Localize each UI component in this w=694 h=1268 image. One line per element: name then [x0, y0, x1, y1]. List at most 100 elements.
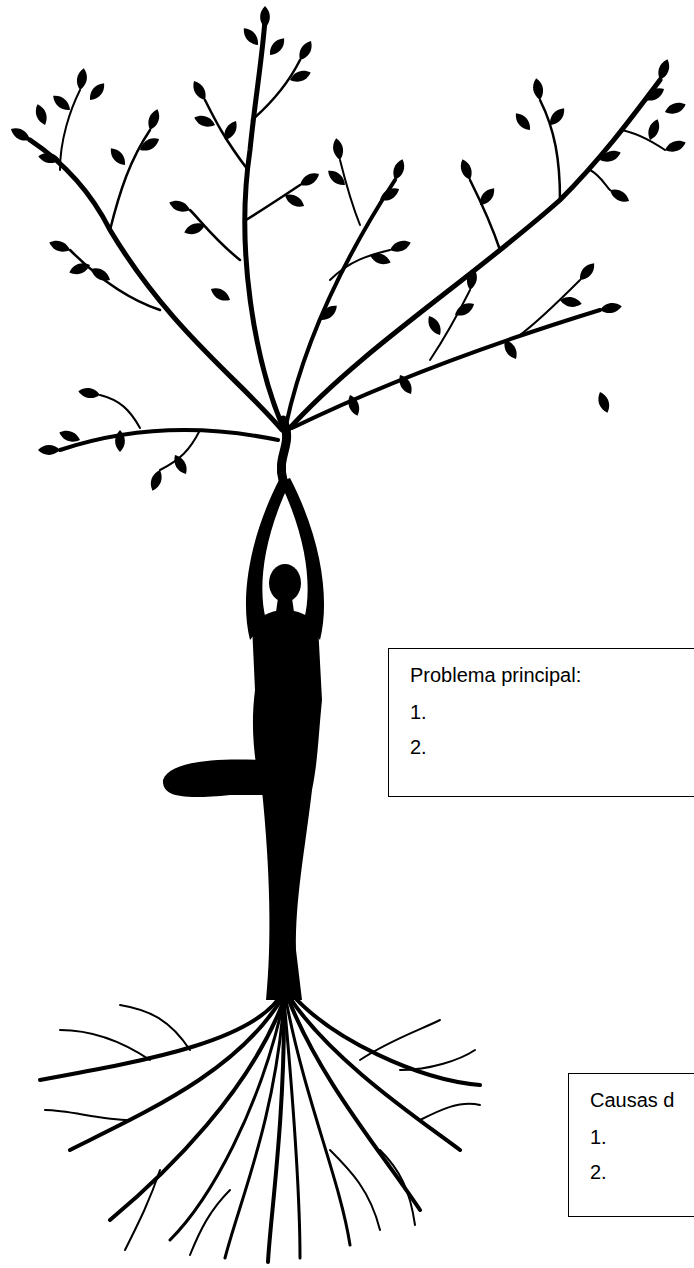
leaf: [288, 68, 312, 85]
leaf: [531, 77, 544, 100]
leaf: [75, 67, 88, 90]
twig: [205, 100, 248, 170]
rootlet: [380, 1150, 415, 1225]
leaf: [645, 118, 662, 142]
leaf: [190, 79, 209, 103]
leaf: [655, 58, 672, 82]
rootlet: [190, 1190, 230, 1255]
leaf: [298, 170, 322, 189]
leaf: [171, 453, 190, 477]
rootlet: [60, 1030, 150, 1060]
leaf: [378, 185, 402, 204]
leaf: [599, 301, 622, 314]
list-number: 2.: [410, 735, 694, 759]
rootlet: [330, 1150, 380, 1230]
root: [170, 1000, 284, 1240]
leaf: [33, 103, 50, 127]
torso: [252, 610, 322, 790]
twig: [590, 170, 610, 190]
list-number: 1.: [410, 700, 694, 724]
head: [269, 564, 301, 602]
twig: [252, 60, 300, 120]
box-heading: Problema principal:: [410, 663, 694, 687]
leaf: [266, 35, 288, 58]
tree-roots: [40, 990, 480, 1262]
leaf: [331, 137, 344, 160]
leaf: [296, 39, 315, 63]
root: [40, 990, 284, 1080]
leaf: [476, 185, 498, 208]
rootlet: [120, 1005, 190, 1050]
leaf: [221, 119, 240, 143]
twig: [620, 130, 665, 150]
leaf: [396, 373, 415, 397]
root: [284, 1000, 300, 1258]
leaf: [9, 125, 33, 144]
leaf: [38, 445, 60, 455]
text-box: Problema principal: 1. 2.: [388, 648, 694, 797]
root: [225, 1000, 284, 1258]
leaf: [115, 430, 125, 452]
leaf: [325, 167, 348, 189]
leaf: [663, 100, 687, 117]
root: [110, 1000, 284, 1220]
twig: [470, 180, 500, 250]
list-number: 1.: [590, 1125, 694, 1149]
rootlet: [360, 1020, 440, 1060]
leaf: [390, 158, 407, 182]
leaf: [138, 135, 162, 154]
leaf: [107, 145, 129, 168]
leaf: [608, 186, 632, 205]
leaf: [643, 85, 667, 104]
leaf: [58, 428, 82, 445]
rootlet: [125, 1170, 160, 1250]
box-heading: Causas d: [590, 1088, 694, 1112]
twig: [190, 210, 240, 260]
root: [288, 990, 480, 1085]
root: [286, 1000, 350, 1245]
leaf: [345, 393, 362, 417]
leaf: [368, 250, 392, 267]
leaf: [148, 468, 165, 492]
leaf: [283, 191, 307, 210]
neck: [276, 598, 294, 612]
leaf: [145, 108, 162, 132]
leaf: [183, 220, 207, 237]
leaf: [193, 113, 217, 130]
branch: [245, 20, 282, 425]
twig: [340, 160, 360, 225]
leaf: [37, 151, 60, 164]
leaf: [453, 300, 477, 319]
twig: [70, 250, 160, 310]
standing-leg: [262, 790, 312, 1000]
leaf: [512, 110, 534, 133]
human-silhouette: [163, 478, 324, 1000]
branch: [292, 310, 600, 428]
root: [268, 1000, 284, 1262]
falling-leaf: [595, 390, 612, 414]
branch: [60, 430, 278, 450]
rootlet: [45, 1110, 130, 1120]
rootlet: [420, 1104, 480, 1120]
leaf: [388, 238, 412, 255]
leaf: [465, 267, 478, 290]
leaf: [209, 285, 233, 304]
branch: [288, 80, 660, 430]
twig: [520, 280, 580, 335]
leaf: [598, 148, 622, 165]
leaf: [663, 138, 687, 155]
leaf: [168, 198, 192, 215]
root: [70, 995, 284, 1150]
leaf: [77, 386, 100, 399]
leaf: [89, 265, 113, 284]
text-box: Causas d1.2.: [568, 1073, 694, 1217]
tree-branches: [30, 20, 665, 480]
leaf: [240, 25, 262, 48]
leaf: [458, 158, 475, 182]
root: [288, 995, 460, 1150]
leaf: [559, 295, 582, 308]
twig: [100, 395, 140, 428]
leaf: [576, 260, 598, 283]
leaf: [260, 6, 270, 28]
